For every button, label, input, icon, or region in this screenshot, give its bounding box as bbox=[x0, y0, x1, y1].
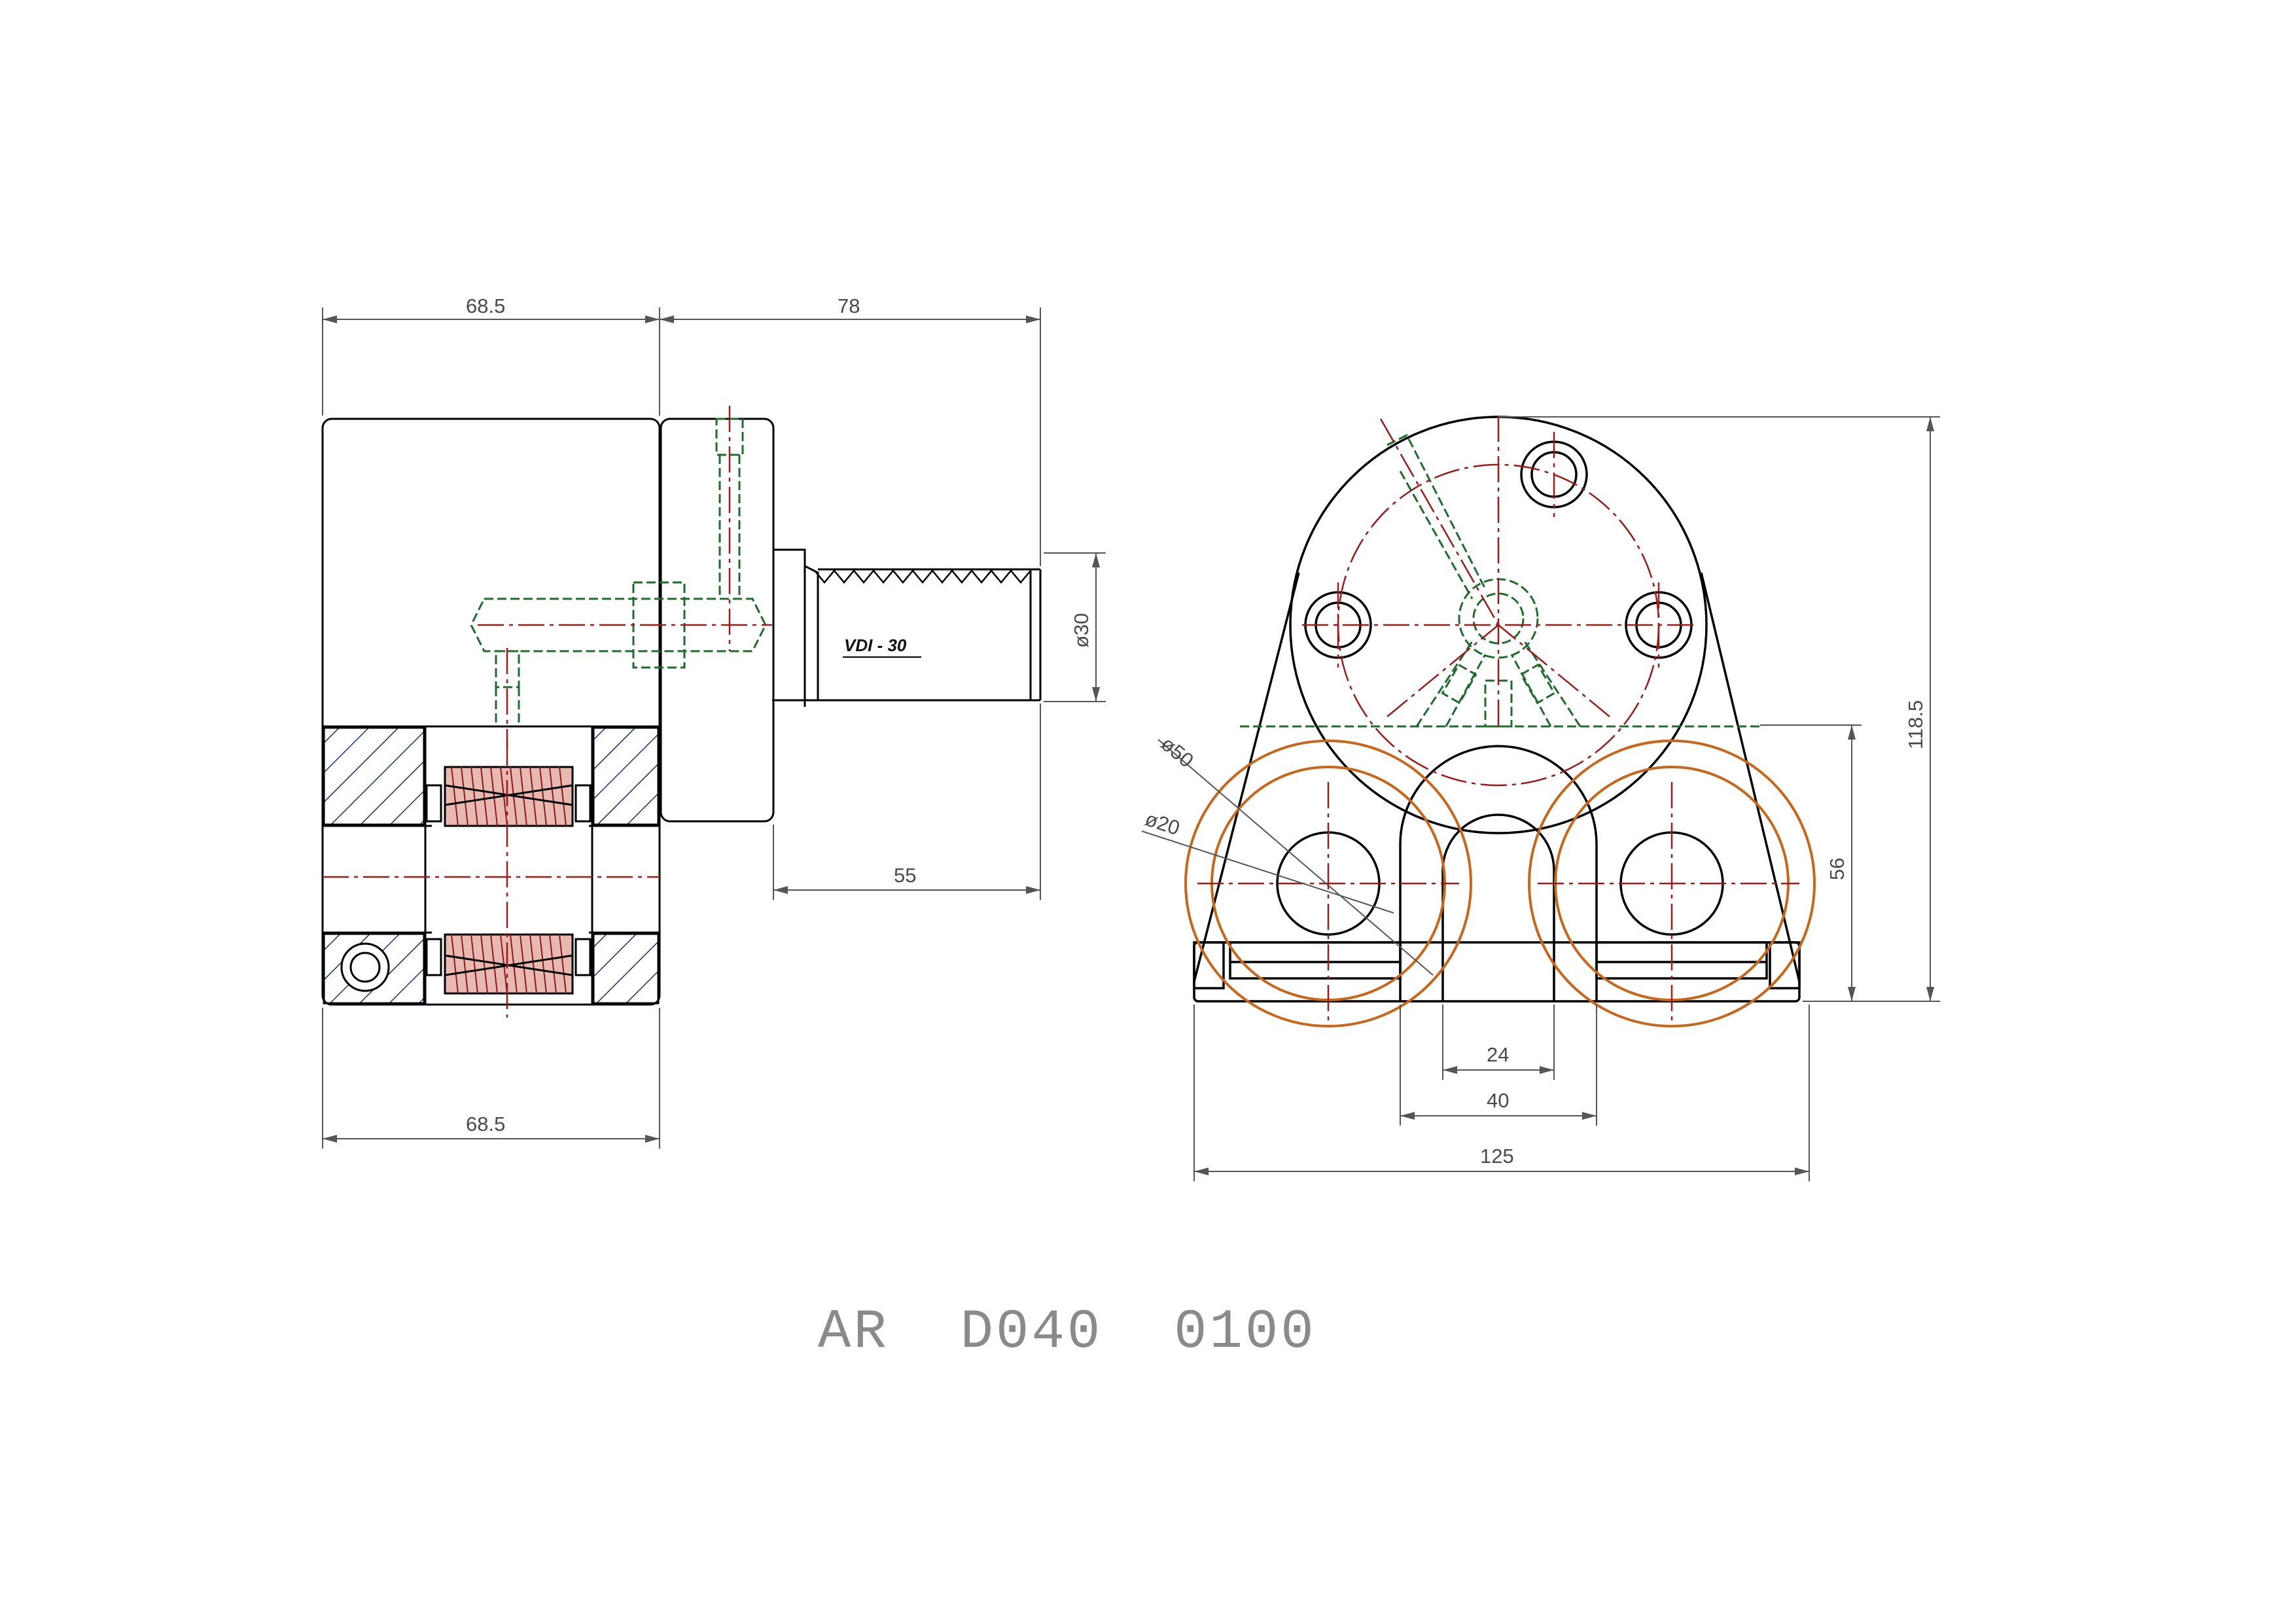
side-hidden-lines bbox=[470, 418, 767, 726]
dim-knurl-diameter: ø50 bbox=[1157, 732, 1198, 772]
knurl-wheels bbox=[425, 766, 592, 995]
dim-slot-outer: 40 bbox=[1487, 1089, 1509, 1112]
dim-bore-diameter: ø20 bbox=[1142, 807, 1183, 840]
shank-serration bbox=[814, 569, 1031, 584]
shank-outline bbox=[772, 548, 819, 707]
dim-side-bottom: 68.5 bbox=[466, 1113, 505, 1135]
dim-side-top-left: 68.5 bbox=[466, 294, 505, 317]
side-view bbox=[321, 418, 1042, 1006]
dim-front-width: 125 bbox=[1480, 1145, 1514, 1168]
body-outline bbox=[321, 418, 661, 1006]
dimensions: 68.5 78 68.5 55 ø30 118.5 56 24 40 125 ø… bbox=[322, 294, 1940, 1181]
flange-outline bbox=[660, 418, 775, 823]
section-hatching bbox=[323, 726, 660, 1005]
dim-shank-length: 55 bbox=[894, 864, 916, 887]
dim-front-height: 118.5 bbox=[1904, 700, 1927, 749]
part-number-title: AR D040 0100 bbox=[818, 1302, 1316, 1364]
dim-slot-inner: 24 bbox=[1487, 1043, 1509, 1066]
dim-shank-diameter: ø30 bbox=[1070, 613, 1093, 648]
dim-side-top-right: 78 bbox=[838, 294, 860, 317]
shank-label: VDI - 30 bbox=[844, 635, 907, 655]
dim-front-center-height: 56 bbox=[1826, 858, 1848, 880]
front-hidden-lines bbox=[1240, 433, 1760, 728]
front-view bbox=[1193, 416, 1801, 1003]
side-centerlines bbox=[323, 406, 772, 1018]
front-centerlines bbox=[1197, 416, 1799, 1021]
